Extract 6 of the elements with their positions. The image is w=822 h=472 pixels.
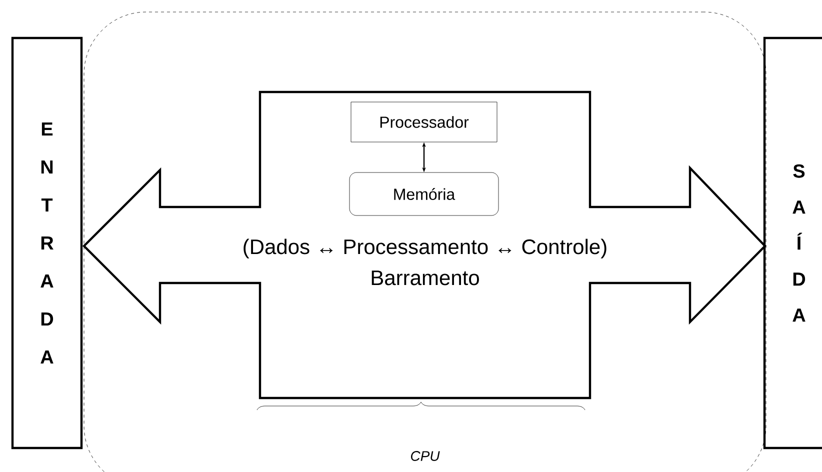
dashed-boundary: [84, 12, 766, 472]
process-box: Processador: [350, 102, 498, 142]
vertical-label-box: ENTRADA: [11, 36, 83, 450]
vertical-label-box: SAÍDA: [763, 36, 822, 450]
rounded-box: Memória: [349, 172, 499, 216]
brace-label: CPU: [411, 451, 440, 461]
